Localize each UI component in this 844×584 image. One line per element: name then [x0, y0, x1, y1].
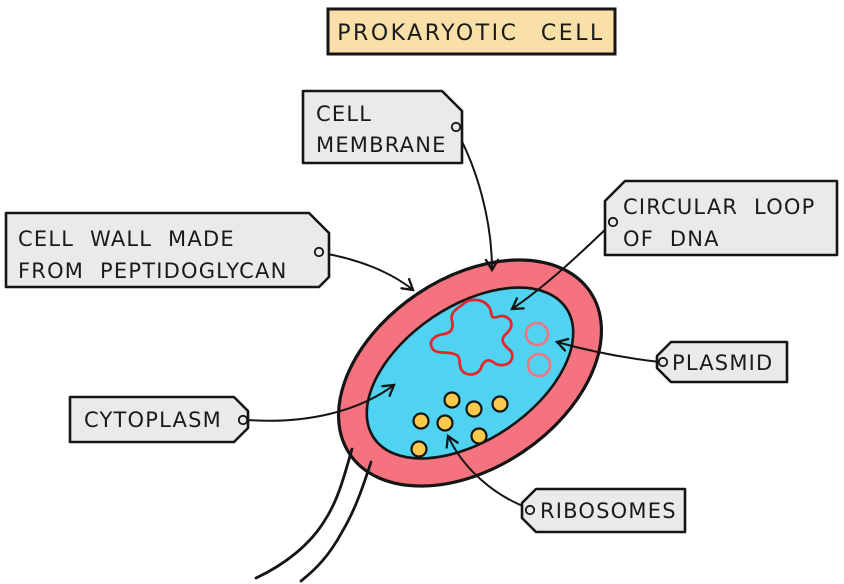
ribosome-dot	[470, 427, 488, 445]
dna-loop-shape	[429, 298, 514, 376]
title-box	[326, 7, 617, 56]
connector-dot-icon	[237, 414, 249, 426]
ribosomes-group	[410, 391, 509, 458]
connector-dot-icon	[313, 246, 325, 258]
label-text: CYTOPLASM	[84, 408, 222, 432]
label-text: CELL	[316, 102, 372, 126]
connector-dot-icon	[450, 121, 462, 133]
flagellum-icon	[299, 460, 373, 583]
label-tag-shape	[4, 211, 331, 289]
plasmid-ring	[526, 352, 552, 378]
flagellum-icon	[254, 447, 354, 580]
label-text: OF DNA	[623, 227, 720, 251]
title-banner: PROKARYOTIC CELL	[326, 7, 617, 56]
ribosome-dot	[491, 395, 509, 413]
label-tag-shape	[68, 395, 250, 444]
label-text: RIBOSOMES	[540, 499, 677, 523]
label-text: CIRCULAR LOOP	[623, 195, 816, 219]
label-cytoplasm: CYTOPLASM	[68, 395, 250, 444]
ribosome-dot	[465, 400, 483, 418]
ribosome-dot	[443, 391, 461, 409]
plasmids-group	[524, 321, 552, 378]
label-tag-shape	[301, 89, 464, 165]
connector-dot-icon	[657, 356, 669, 368]
arrow-cell-wall	[321, 252, 415, 292]
label-text: CELL WALL MADE	[18, 227, 235, 251]
label-ribosomes: RIBOSOMES	[520, 487, 687, 534]
label-circular-loop-of-dna: CIRCULAR LOOP OF DNA	[603, 179, 839, 257]
label-tag-shape	[655, 340, 789, 384]
page-title: PROKARYOTIC CELL	[337, 21, 604, 46]
cell-body	[336, 258, 604, 488]
connector-dot-icon	[607, 216, 619, 228]
connector-dot-icon	[524, 504, 536, 516]
ribosome-dot	[436, 414, 454, 432]
label-plasmid: PLASMID	[655, 340, 789, 384]
label-text: PLASMID	[672, 351, 773, 375]
label-tag-shape	[603, 179, 839, 257]
ribosome-dot	[412, 412, 430, 430]
label-cell-membrane: CELL MEMBRANE	[301, 89, 464, 165]
arrow-circular-loop-of-dna	[510, 223, 612, 311]
arrow-cytoplasm	[247, 383, 396, 422]
label-tag-shape	[520, 487, 687, 534]
label-text: FROM PEPTIDOGLYCAN	[18, 259, 288, 283]
label-cell-wall: CELL WALL MADE FROM PEPTIDOGLYCAN	[4, 211, 331, 289]
arrow-ribosomes	[445, 433, 529, 509]
arrow-plasmid	[554, 337, 661, 363]
ribosome-dot	[410, 440, 428, 458]
label-text: MEMBRANE	[316, 133, 447, 157]
plasmid-ring	[524, 321, 550, 347]
